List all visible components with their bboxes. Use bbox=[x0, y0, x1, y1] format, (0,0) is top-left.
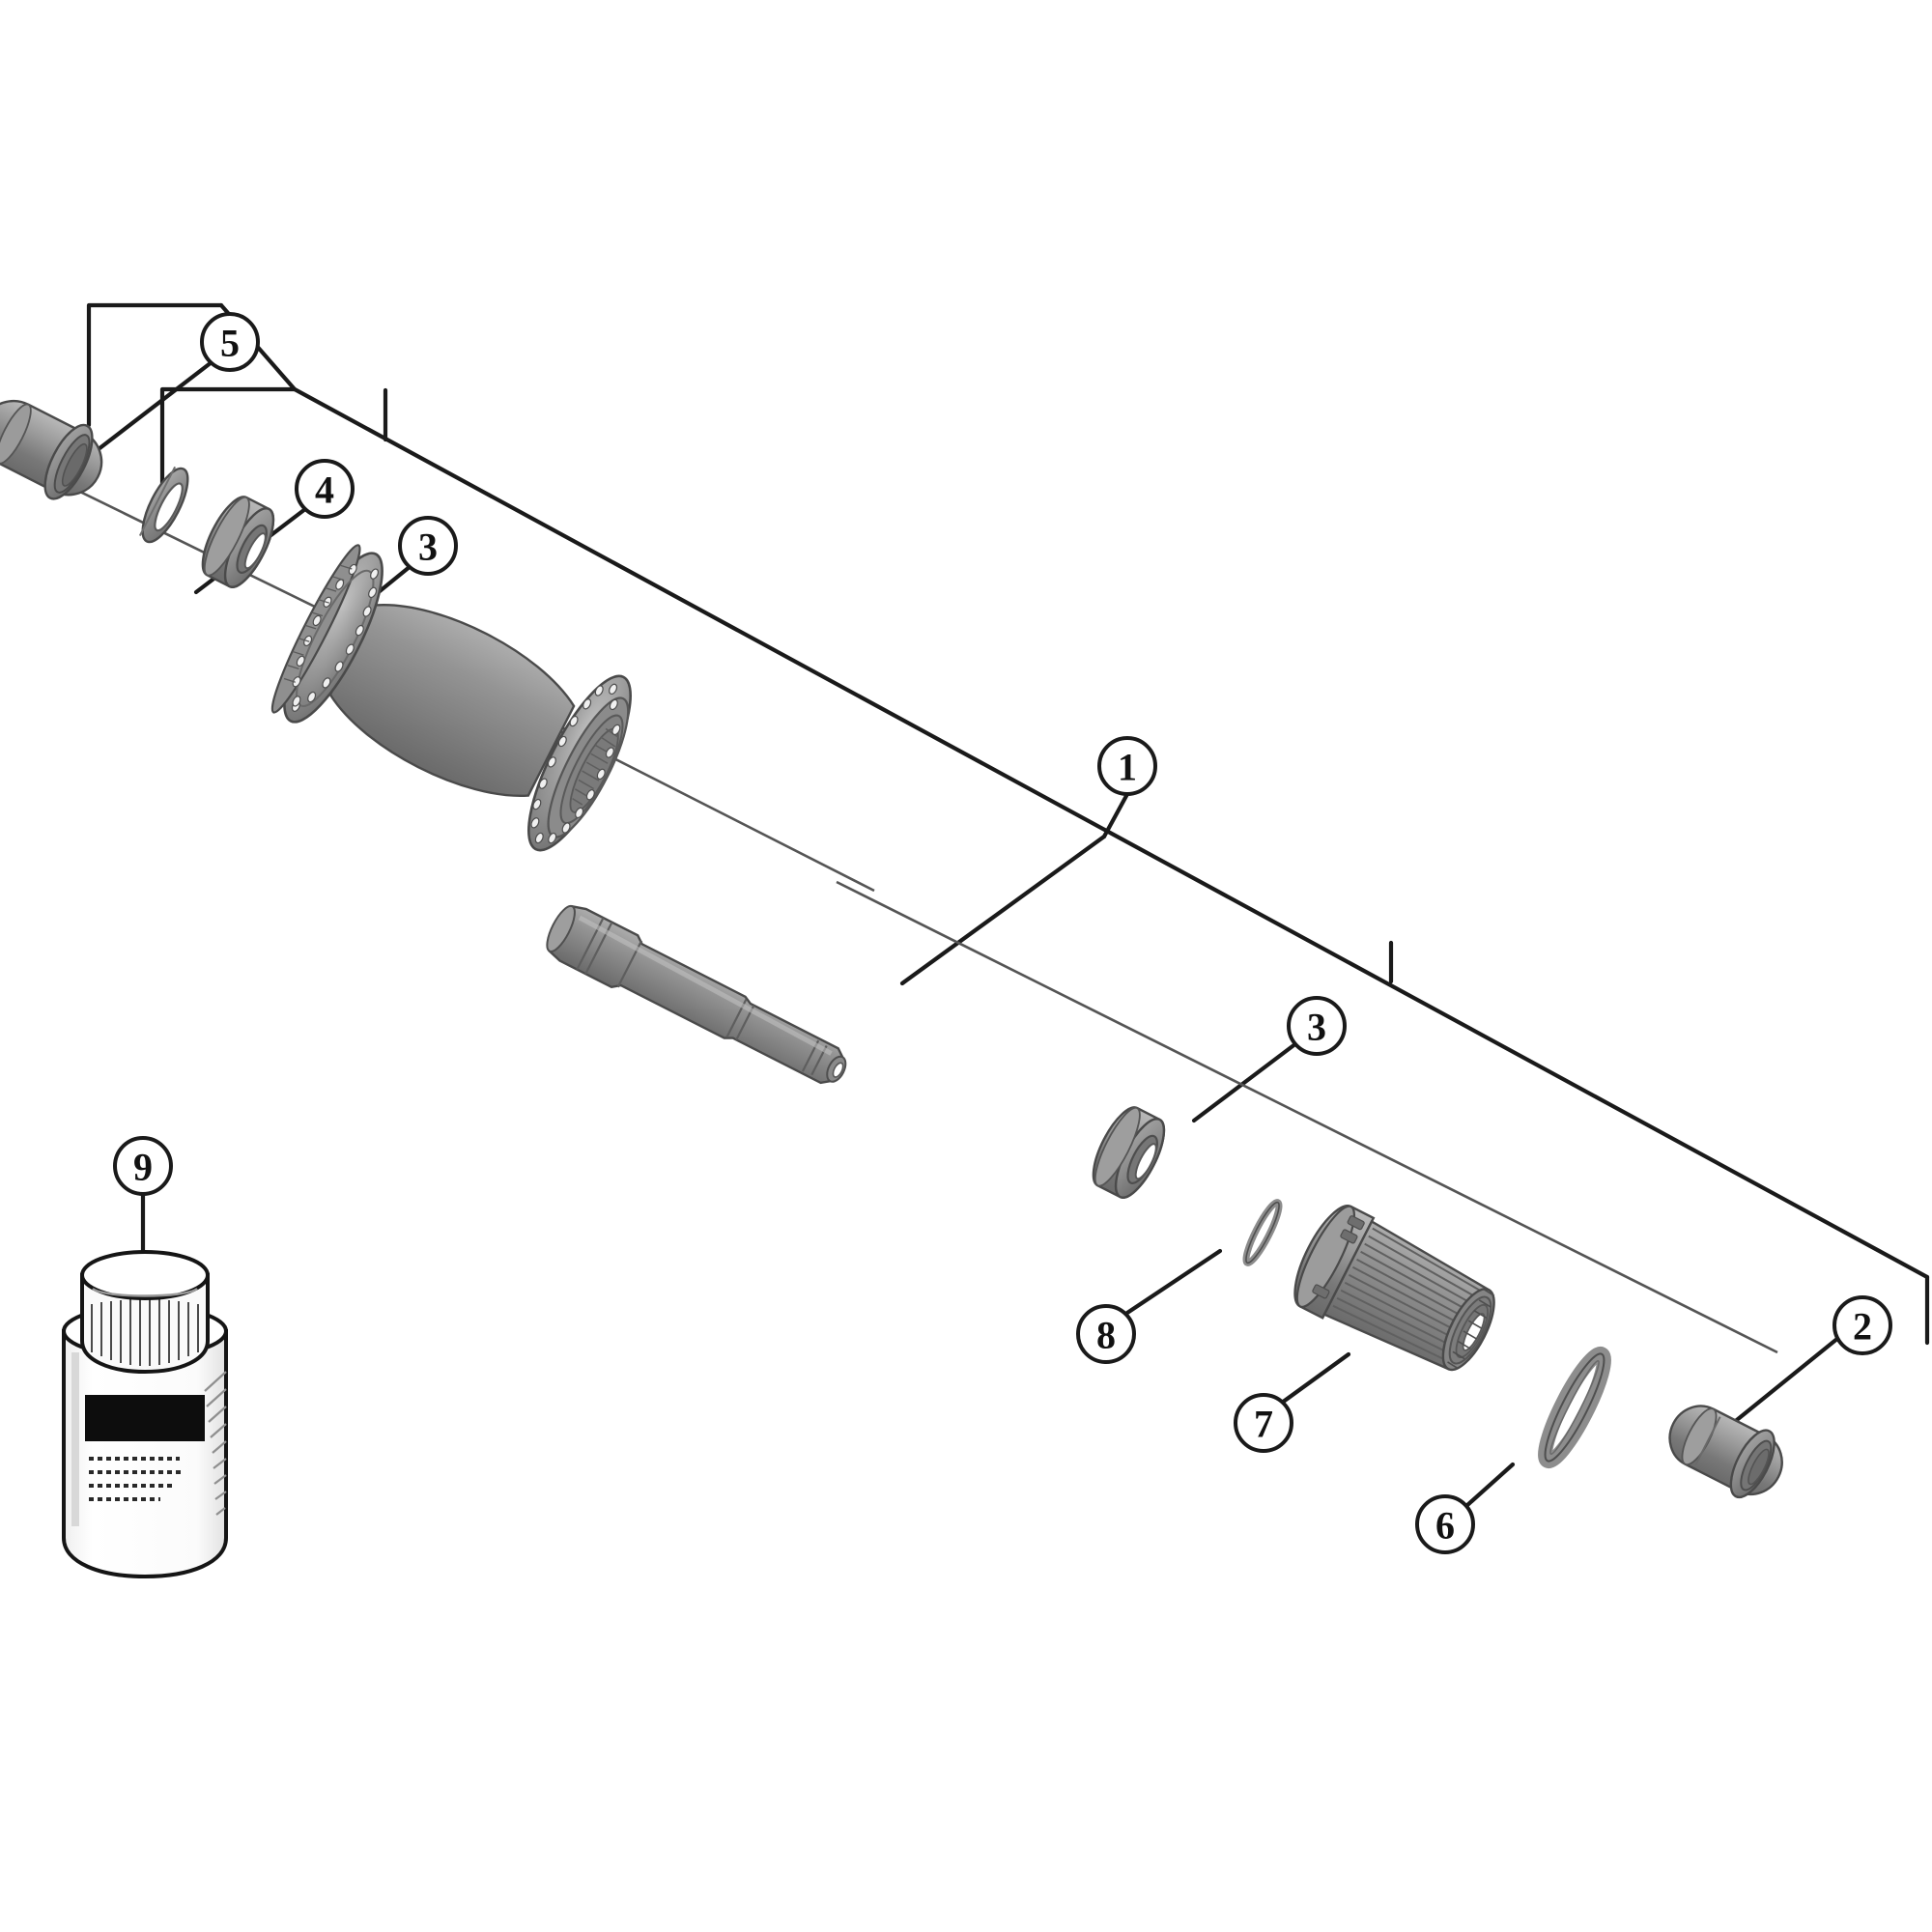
bracket-group-5 bbox=[86, 302, 224, 428]
callout-1-label: 1 bbox=[1118, 746, 1137, 789]
callout-4[interactable]: 4 bbox=[295, 459, 355, 519]
callout-3b[interactable]: 3 bbox=[1287, 996, 1347, 1056]
callout-6[interactable]: 6 bbox=[1415, 1494, 1475, 1554]
center-axis-lines bbox=[40, 470, 1778, 1354]
bracket-group-1 bbox=[218, 302, 1930, 1280]
callout-9-label: 9 bbox=[133, 1146, 153, 1189]
seal-washer bbox=[138, 466, 189, 544]
hub-shell bbox=[270, 544, 632, 852]
bearing-right bbox=[1092, 1106, 1166, 1199]
callout-3a[interactable]: 3 bbox=[398, 516, 458, 576]
callout-2[interactable]: 2 bbox=[1833, 1295, 1892, 1355]
callout-5[interactable]: 5 bbox=[200, 312, 260, 372]
o-ring-large bbox=[1538, 1346, 1611, 1469]
callout-7[interactable]: 7 bbox=[1234, 1393, 1293, 1453]
callout-9[interactable]: 9 bbox=[113, 1136, 173, 1196]
leader-7 bbox=[1279, 1351, 1351, 1406]
callout-3a-label: 3 bbox=[418, 526, 438, 569]
grease-jar bbox=[62, 1250, 228, 1579]
freehub-body bbox=[1293, 1205, 1495, 1372]
leader-2 bbox=[1724, 1335, 1841, 1431]
callout-4-label: 4 bbox=[315, 469, 334, 512]
leader-5 bbox=[92, 359, 214, 455]
bracket-group-1-stub bbox=[1101, 791, 1130, 839]
callout-3b-label: 3 bbox=[1307, 1006, 1326, 1049]
right-end-cap bbox=[1668, 1405, 1783, 1499]
leader-3b bbox=[1191, 1040, 1299, 1123]
callout-bubbles: 1 2 3 3 4 5 6 7 bbox=[113, 312, 1892, 1554]
callout-2-label: 2 bbox=[1853, 1305, 1872, 1349]
callout-8[interactable]: 8 bbox=[1076, 1304, 1136, 1364]
callout-5-label: 5 bbox=[220, 322, 240, 365]
callout-6-label: 6 bbox=[1435, 1504, 1455, 1548]
bracket-group-1-run bbox=[899, 834, 1107, 986]
bracket-network bbox=[86, 302, 1930, 1346]
callout-8-label: 8 bbox=[1096, 1314, 1116, 1357]
bearing-left bbox=[201, 496, 275, 588]
leader-lines bbox=[92, 359, 1841, 1509]
axis-line-right bbox=[836, 880, 1778, 1354]
axle-shaft bbox=[546, 904, 847, 1085]
callout-1[interactable]: 1 bbox=[1097, 736, 1157, 796]
callout-7-label: 7 bbox=[1254, 1403, 1273, 1446]
left-end-cap bbox=[0, 399, 103, 500]
leader-8 bbox=[1122, 1248, 1223, 1318]
bracket-group-4 bbox=[159, 386, 298, 491]
snap-ring bbox=[1242, 1199, 1283, 1266]
leader-6 bbox=[1463, 1462, 1516, 1509]
